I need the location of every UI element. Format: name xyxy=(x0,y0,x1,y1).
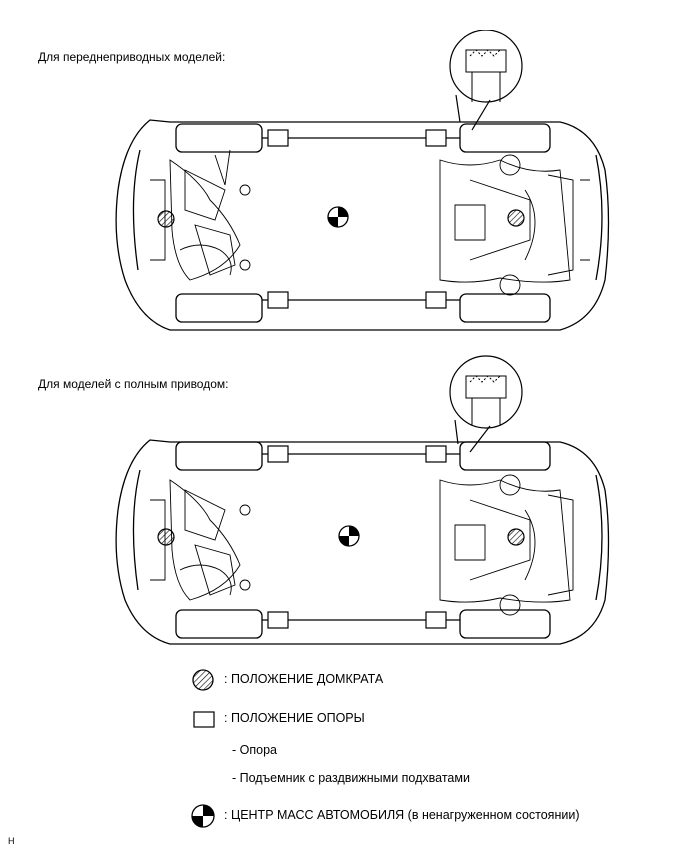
legend-center-of-mass-label: : ЦЕНТР МАСС АВТОМОБИЛЯ (в ненагруженном… xyxy=(224,808,580,822)
detail-callout xyxy=(449,30,523,131)
car-outline xyxy=(115,439,610,645)
center-of-mass-icon xyxy=(338,525,360,547)
quartered-circle-icon xyxy=(191,804,215,828)
square-outline-icon xyxy=(193,711,215,728)
fwd-underbody-svg xyxy=(115,30,610,331)
support-square xyxy=(267,129,289,147)
hatched-circle-icon xyxy=(192,669,214,691)
awd-underbody-diagram xyxy=(0,354,691,654)
support-square xyxy=(267,445,289,463)
legend-support-item: - Опора xyxy=(232,743,277,757)
front-suspension xyxy=(439,154,590,296)
support-square xyxy=(267,291,289,309)
jack-point xyxy=(507,528,525,546)
center-of-mass-icon xyxy=(327,206,349,228)
awd-caption: Для моделей с полным приводом: xyxy=(38,377,229,391)
car-outline xyxy=(115,119,610,331)
support-points xyxy=(262,129,460,309)
support-points xyxy=(262,445,460,629)
rear-suspension xyxy=(150,479,251,601)
legend-jack: : ПОЛОЖЕНИЕ ДОМКРАТА xyxy=(0,667,691,693)
legend-center-of-mass: : ЦЕНТР МАСС АВТОМОБИЛЯ (в ненагруженном… xyxy=(0,803,691,829)
legend-support-label: : ПОЛОЖЕНИЕ ОПОРЫ xyxy=(224,711,365,725)
jack-point xyxy=(507,209,525,227)
awd-underbody-svg xyxy=(115,355,610,645)
rear-suspension xyxy=(150,149,251,281)
support-square xyxy=(425,445,447,463)
fwd-underbody-diagram xyxy=(0,30,691,350)
jack-point xyxy=(157,528,175,546)
legend-jack-label: : ПОЛОЖЕНИЕ ДОМКРАТА xyxy=(224,672,384,686)
support-square xyxy=(425,129,447,147)
fwd-caption: Для переднеприводных моделей: xyxy=(38,50,226,64)
support-square xyxy=(425,291,447,309)
legend-support-item: - Подъемник с раздвижными подхватами xyxy=(232,771,470,785)
front-suspension xyxy=(439,474,574,616)
detail-callout xyxy=(449,355,523,453)
support-square xyxy=(425,611,447,629)
jack-point xyxy=(157,210,175,228)
support-square xyxy=(267,611,289,629)
footer-mark: H xyxy=(8,836,15,846)
legend-support: : ПОЛОЖЕНИЕ ОПОРЫ xyxy=(0,707,691,733)
